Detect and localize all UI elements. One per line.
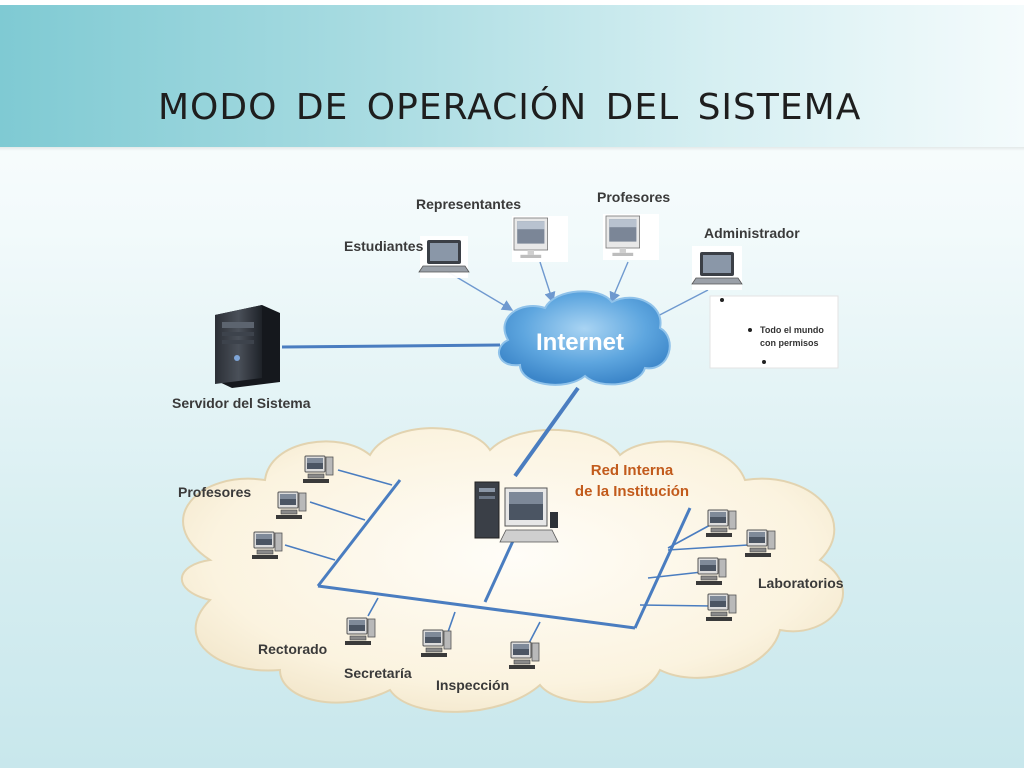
permissions-note: Todo el mundo con permisos [709, 295, 839, 369]
inspeccion-label: Inspección [436, 677, 509, 693]
internal-network-cloud [180, 427, 844, 713]
central-pc-icon [474, 481, 559, 543]
representantes-label: Representantes [416, 196, 521, 212]
rectorado-label: Rectorado [258, 641, 327, 657]
red-interna-title-line1: Red Interna [591, 462, 674, 479]
internet-label: Internet [536, 329, 624, 356]
slide-title: MODO DE OPERACIÓN DEL SISTEMA [158, 87, 862, 128]
note-line2: con permisos [760, 338, 819, 348]
server-label: Servidor del Sistema [172, 395, 311, 411]
profesores-external-pc-icon [603, 214, 659, 260]
administrador-label: Administrador [704, 225, 800, 241]
administrador-laptop-icon [691, 246, 743, 290]
profesores-external-label: Profesores [597, 189, 670, 205]
server-icon [215, 305, 280, 388]
representantes-pc-icon [512, 216, 568, 262]
estudiantes-label: Estudiantes [344, 238, 424, 254]
estudiantes-laptop-icon [418, 236, 470, 278]
profesores-internal-label: Profesores [178, 484, 251, 500]
internet-to-internal-link [513, 386, 580, 478]
server-to-internet-link [281, 343, 501, 349]
internal-drop-lines [284, 469, 749, 646]
secretaria-label: Secretaría [344, 665, 412, 681]
title-band [0, 5, 1024, 151]
note-line1: Todo el mundo [760, 325, 824, 335]
laboratorios-label: Laboratorios [758, 575, 844, 591]
red-interna-title-line2: de la Institución [575, 483, 689, 500]
internal-network-lines [316, 479, 692, 630]
internet-cloud: Internet [497, 290, 671, 386]
